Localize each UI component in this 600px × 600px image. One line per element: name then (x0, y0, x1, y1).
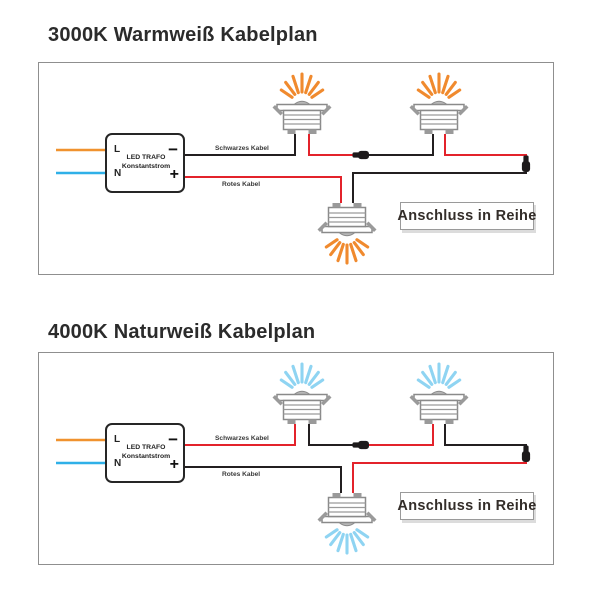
series-connection-note: Anschluss in Reihe (397, 202, 537, 230)
diagram-title-warmweiss: 3000K Warmweiß Kabelplan (48, 24, 318, 46)
trafo-name: LED TRAFO Konstantstrom (119, 154, 173, 171)
light-rays-icon (281, 74, 323, 98)
wire-plus-to-light3 (185, 466, 342, 493)
cable-plug-icon (521, 445, 531, 462)
red-cable-label: Rotes Kabel (222, 181, 261, 188)
light-rays-icon (281, 364, 323, 388)
red-cable-label: Rotes Kabel (222, 471, 261, 478)
terminal-l-label: L (114, 434, 121, 445)
light-rays-icon (418, 74, 460, 98)
wire-minus-to-light1 (185, 134, 296, 156)
wire-light2-to-right-plug (444, 134, 527, 157)
terminal-minus-label: − (168, 140, 178, 159)
terminal-n-label: N (114, 458, 122, 469)
trafo-name-line1: LED TRAFO (126, 444, 166, 451)
light-rays-icon (326, 239, 368, 263)
wire-plug-to-light2 (369, 134, 434, 156)
led-spotlight-icon (271, 100, 333, 135)
terminal-plus-label: + (169, 166, 179, 183)
black-cable-label: Schwarzes Kabel (215, 435, 269, 442)
black-cable-label: Schwarzes Kabel (215, 145, 269, 152)
led-spotlight-icon (316, 202, 378, 237)
trafo-name-line2: Konstantstrom (121, 162, 171, 170)
cable-plug-icon (352, 150, 369, 160)
light-rays-icon (326, 529, 368, 553)
wire-return-to-light3 (352, 171, 527, 203)
led-spotlight-icon (316, 492, 378, 527)
led-trafo-box: L N LED TRAFO Konstantstrom − + (105, 133, 185, 193)
diagram-title-naturweiss: 4000K Naturweiß Kabelplan (48, 321, 316, 343)
trafo-name-line1: LED TRAFO (126, 154, 166, 161)
series-connection-text: Anschluss in Reihe (397, 208, 537, 224)
terminal-l-label: L (114, 144, 121, 155)
circuit-drawing (56, 74, 531, 263)
wire-return-to-light3 (352, 461, 527, 493)
circuit-drawing (56, 364, 531, 553)
cable-plug-icon (352, 440, 369, 450)
cable-plug-icon (521, 155, 531, 172)
led-spotlight-icon (271, 390, 333, 425)
series-connection-text: Anschluss in Reihe (397, 498, 537, 514)
wire-minus-to-light1 (185, 424, 296, 446)
diagram-panel-warmweiss: L N LED TRAFO Konstantstrom − + Schwarze… (38, 62, 554, 275)
led-trafo-box: L N LED TRAFO Konstantstrom − + (105, 423, 185, 483)
wire-light1-to-plug (308, 424, 353, 446)
terminal-minus-label: − (168, 430, 178, 449)
led-spotlight-icon (408, 390, 470, 425)
wire-light2-to-right-plug (444, 424, 527, 447)
trafo-name-line2: Konstantstrom (121, 452, 171, 460)
terminal-plus-label: + (169, 456, 179, 473)
series-connection-note: Anschluss in Reihe (397, 492, 537, 520)
wire-light1-to-plug (308, 134, 353, 156)
led-spotlight-icon (408, 100, 470, 135)
light-rays-icon (418, 364, 460, 388)
trafo-name: LED TRAFO Konstantstrom (119, 444, 173, 461)
diagram-panel-naturweiss: L N LED TRAFO Konstantstrom − + Schwarze… (38, 352, 554, 565)
wire-plus-to-light3 (185, 176, 342, 203)
wire-plug-to-light2 (369, 424, 434, 446)
terminal-n-label: N (114, 168, 122, 179)
